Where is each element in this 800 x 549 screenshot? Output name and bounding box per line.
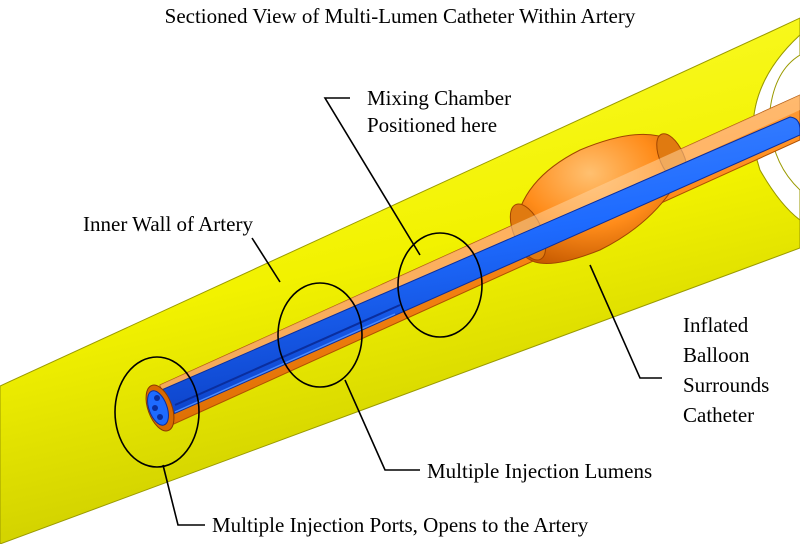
callout-circle-ports xyxy=(114,356,200,468)
label-balloon-3: Surrounds xyxy=(683,373,770,397)
leader-ports xyxy=(162,464,205,526)
label-balloon-2: Balloon xyxy=(683,343,750,367)
port-dot xyxy=(157,414,163,420)
label-balloon-4: Catheter xyxy=(683,403,755,427)
label-injection-ports: Multiple Injection Ports, Opens to the A… xyxy=(212,513,589,537)
callout-circle-mixing xyxy=(397,232,483,338)
label-inner-wall: Inner Wall of Artery xyxy=(83,212,253,236)
label-mixing-chamber-2: Positioned here xyxy=(367,113,498,137)
label-mixing-chamber-1: Mixing Chamber xyxy=(367,86,512,110)
lumen-channel-line xyxy=(174,304,401,406)
callout-circle-lumens xyxy=(277,282,363,388)
label-balloon-1: Inflated xyxy=(683,313,749,337)
leader-lumens xyxy=(344,379,420,471)
leader-balloon xyxy=(589,264,662,379)
port-dot xyxy=(152,405,158,411)
label-injection-lumens: Multiple Injection Lumens xyxy=(427,459,653,483)
leader-mixing xyxy=(323,97,421,256)
leader-inner-wall xyxy=(251,237,281,283)
diagram-title: Sectioned View of Multi-Lumen Catheter W… xyxy=(164,4,636,28)
port-dot xyxy=(154,395,160,401)
